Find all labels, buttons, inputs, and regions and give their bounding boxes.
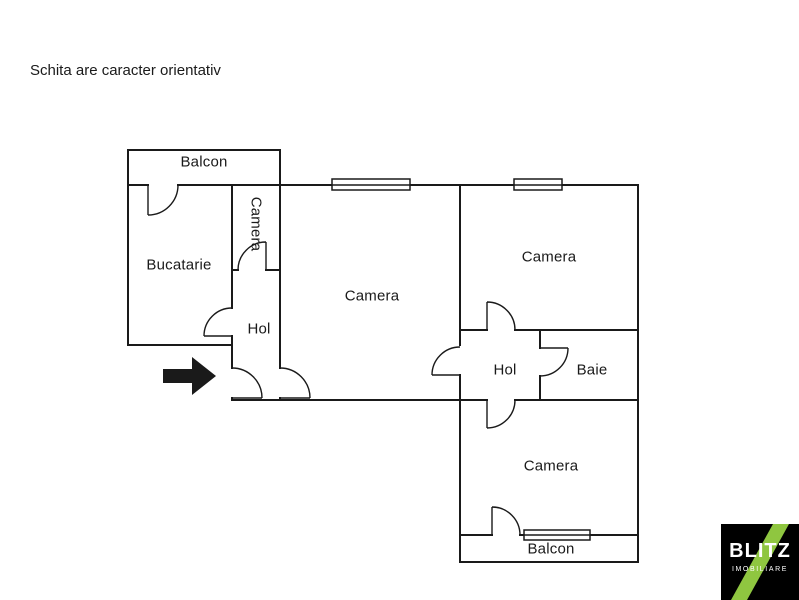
- room-label-balcon-bottom: Balcon: [527, 540, 575, 558]
- door-entrance: [231, 367, 263, 399]
- door-balcony-top: [147, 184, 179, 216]
- room-label-camera-top-right: Camera: [521, 248, 577, 266]
- door-camera-bottom: [486, 399, 516, 429]
- room-label-bucatarie: Bucatarie: [146, 256, 212, 274]
- room-label-hol-left: Hol: [247, 320, 271, 338]
- logo-slash-shape: [731, 524, 789, 600]
- door-bucatarie: [203, 307, 233, 337]
- brand-subtitle: IMOBILIARE: [731, 566, 789, 573]
- blitz-logo: BLITZ IMOBILIARE: [721, 524, 799, 600]
- walls: [127, 149, 639, 563]
- room-label-baie: Baie: [576, 361, 608, 379]
- door-arcs: [147, 184, 569, 536]
- entrance-arrow-icon: [163, 357, 216, 395]
- door-camera-center: [279, 367, 311, 399]
- room-label-camera-bottom: Camera: [523, 457, 579, 475]
- door-camera-top-right: [486, 301, 516, 331]
- brand-text: BLITZ: [729, 540, 791, 562]
- room-label-balcon-top: Balcon: [180, 153, 228, 171]
- room-label-hol-right: Hol: [493, 361, 517, 379]
- windows: [331, 178, 591, 541]
- door-baie: [539, 347, 569, 377]
- door-hol-right: [431, 346, 461, 376]
- door-balcony-bottom: [491, 506, 521, 536]
- room-label-camera-center: Camera: [344, 287, 400, 305]
- room-label-camera-small: Camera: [247, 196, 265, 252]
- disclaimer-text: Schita are caracter orientativ: [30, 62, 221, 79]
- logo-slash-icon: [731, 524, 789, 600]
- door-camera-small: [237, 241, 267, 271]
